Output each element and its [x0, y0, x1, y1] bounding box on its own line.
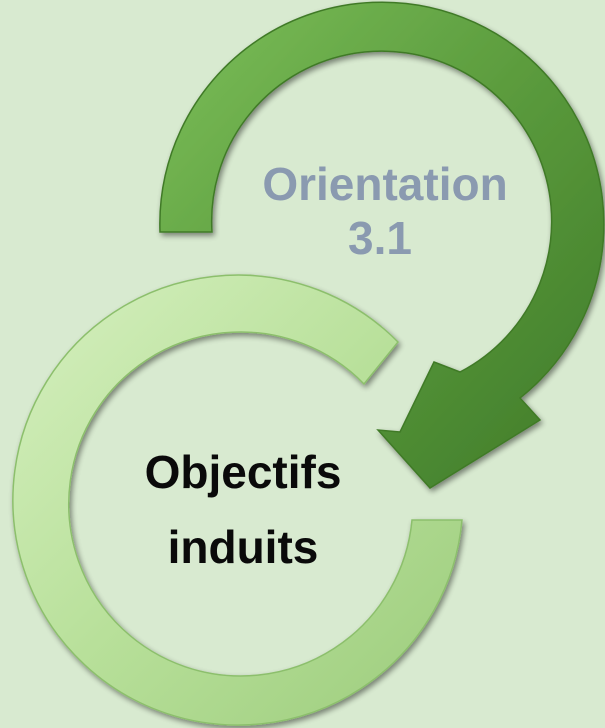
bottom-cycle-arrow [12, 274, 463, 726]
top-cycle-label-line2: 3.1 [348, 212, 412, 264]
bottom-cycle-label-line1: Objectifs [145, 446, 342, 498]
top-cycle-label-line1: Orientation [262, 158, 507, 210]
top-cycle-arrow [159, 1, 605, 489]
bottom-cycle-label-line2: induits [168, 521, 319, 573]
